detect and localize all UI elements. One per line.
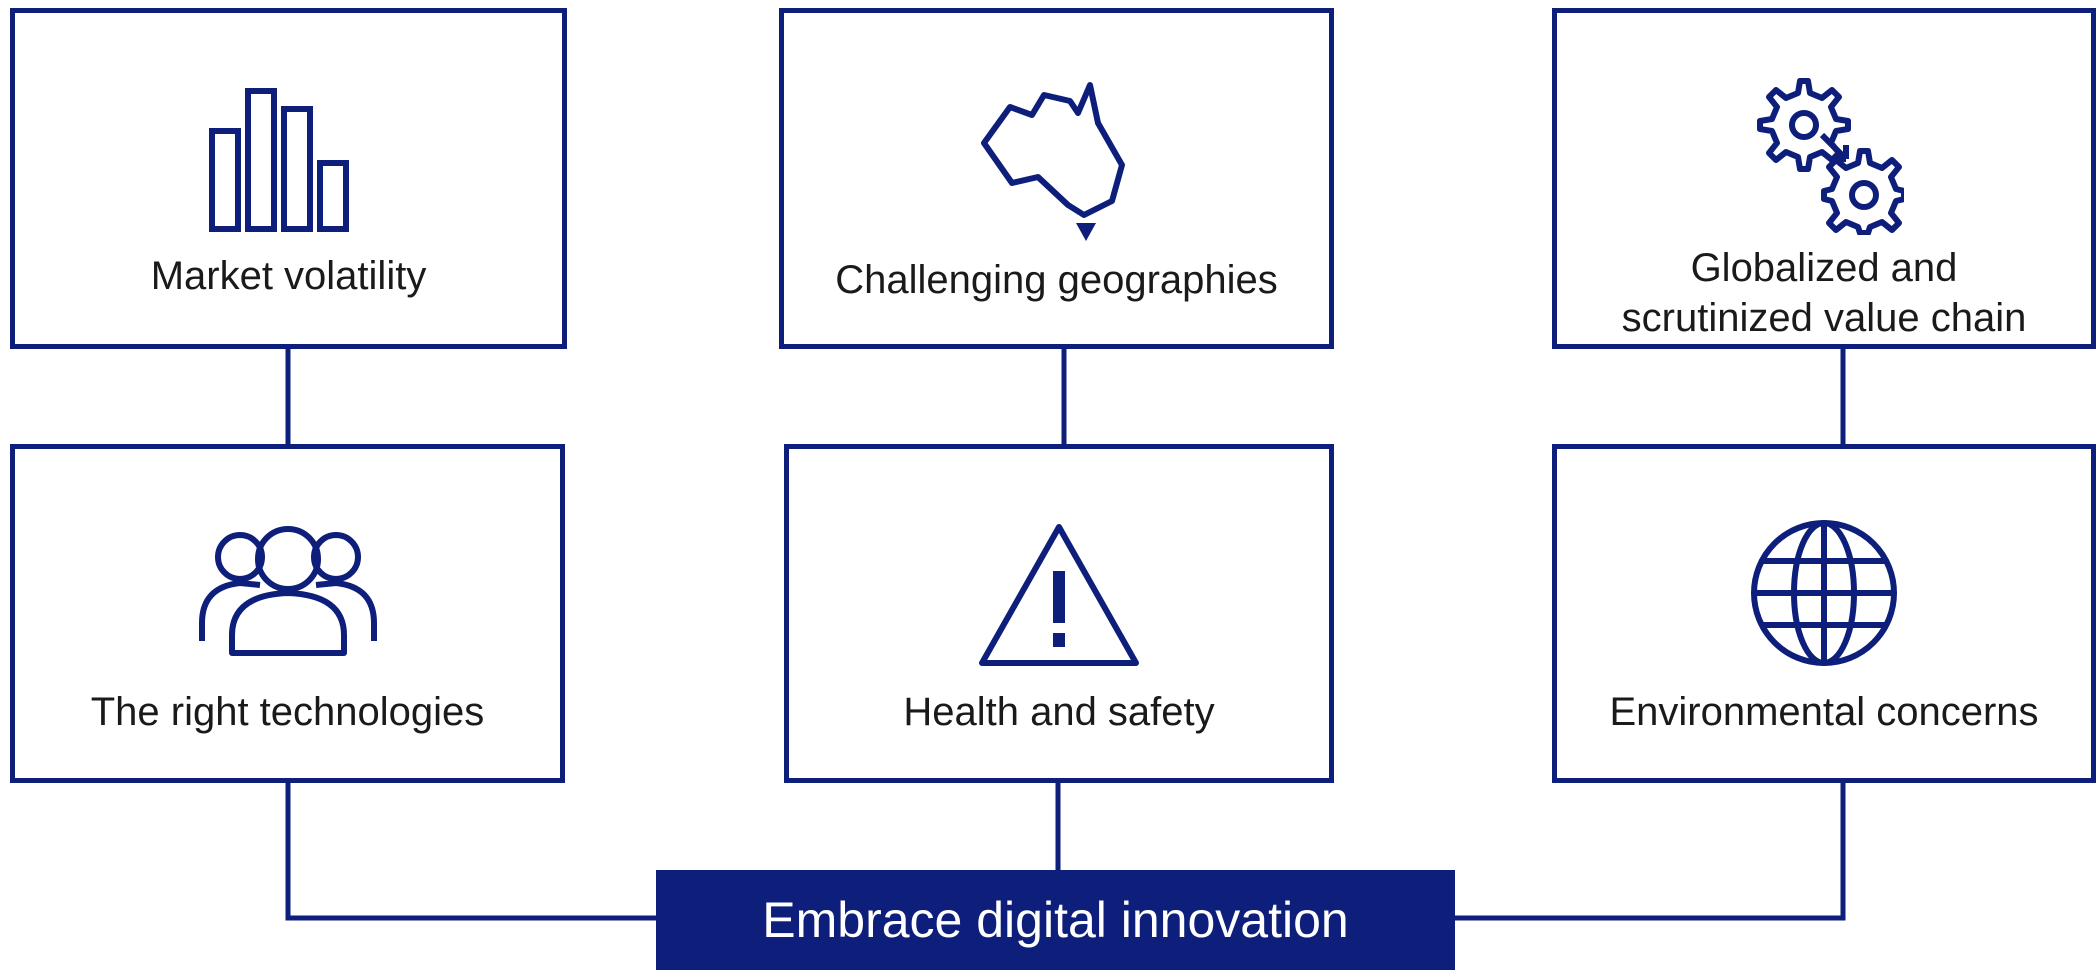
bar-chart-icon — [208, 88, 349, 232]
australia-map-icon — [980, 82, 1125, 241]
box-label: Market volatility — [150, 254, 427, 298]
people-group-icon — [198, 526, 377, 656]
connector-right-to-cta — [1455, 780, 1846, 921]
box-market-volatility: Market volatility — [10, 8, 567, 349]
box-label-line1: Globalized and — [1690, 246, 1958, 290]
box-label: The right technologies — [90, 690, 485, 734]
warning-triangle-icon — [979, 524, 1139, 666]
box-label-line2: scrutinized value chain — [1621, 296, 2027, 340]
box-challenging-geographies: Challenging geographies — [779, 8, 1334, 349]
box-health-and-safety: Health and safety — [784, 444, 1334, 783]
gears-icon — [1757, 78, 1904, 235]
box-globalized-value-chain: Globalized and scrutinized value chain — [1552, 8, 2096, 349]
box-label: Health and safety — [903, 690, 1215, 734]
embrace-digital-innovation-banner: Embrace digital innovation — [656, 870, 1455, 970]
globe-icon — [1751, 520, 1897, 666]
box-right-technologies: The right technologies — [10, 444, 565, 783]
box-label: Challenging geographies — [835, 258, 1278, 302]
connector-left-to-cta — [285, 780, 656, 921]
box-label: Environmental concerns — [1609, 690, 2039, 734]
box-environmental-concerns: Environmental concerns — [1552, 444, 2096, 783]
